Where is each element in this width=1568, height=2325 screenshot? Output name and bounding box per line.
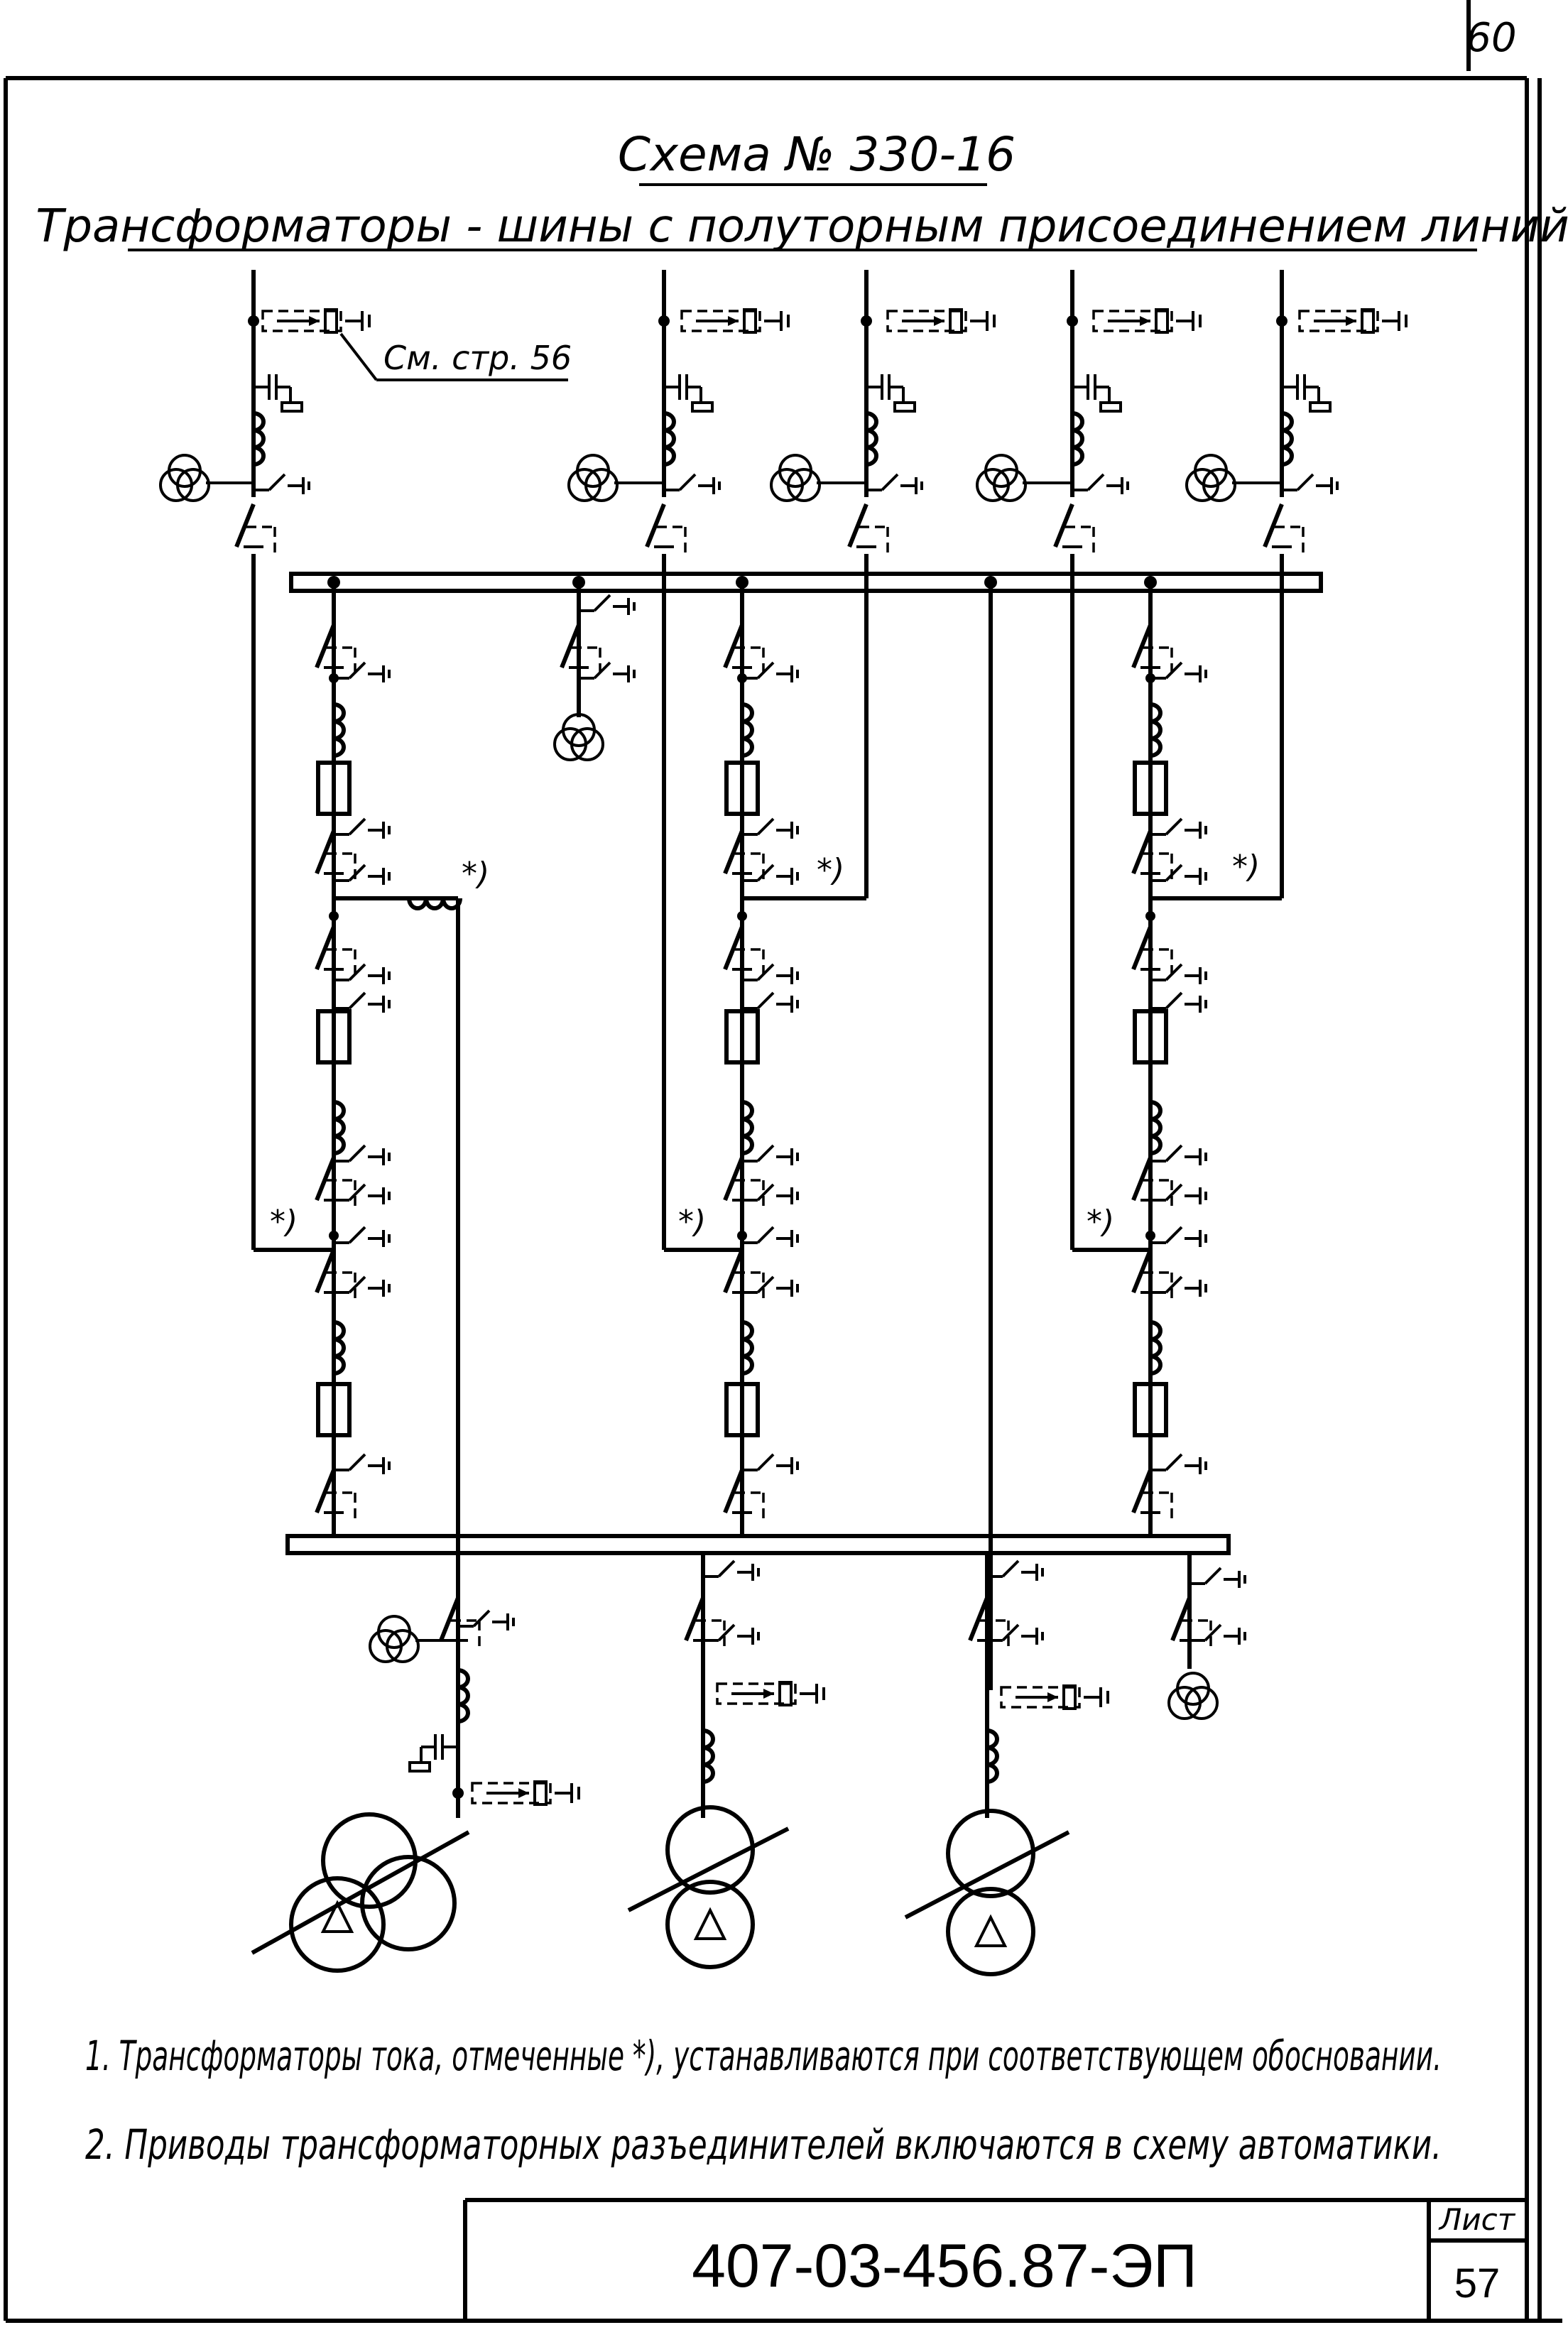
- busbar-upper-vt: [553, 582, 636, 761]
- bay-middle: [725, 582, 797, 1534]
- sheet-label: Лист: [1438, 2202, 1516, 2237]
- bay-right: [1133, 582, 1206, 1534]
- asterisk-note-4: *): [270, 1204, 298, 1240]
- sheet-number: 57: [1454, 2260, 1501, 2307]
- top-feeders: [159, 270, 1408, 1252]
- scheme-subtitle: Трансформаторы - шины с полуторным присо…: [36, 200, 1568, 253]
- asterisk-note-3: *): [1232, 849, 1260, 885]
- note-2: 2. Приводы трансформаторных разъединител…: [85, 2120, 1442, 2169]
- note-1: 1. Трансформаторы тока, отмеченные *), у…: [85, 2032, 1442, 2080]
- bay-left: [317, 582, 389, 1534]
- title-block-frame: [463, 2198, 1527, 2321]
- corner-number: 60: [1466, 15, 1516, 61]
- asterisk-note-2: *): [817, 852, 844, 888]
- asterisk-note-1: *): [462, 856, 489, 892]
- busbar-lower: [285, 1534, 1231, 1555]
- document-code: 407-03-456.87-ЭП: [692, 2232, 1197, 2300]
- drawing-frame: [4, 0, 1562, 2323]
- bay-crosslinks: [291, 582, 1243, 1690]
- scheme-title: Схема № 330-16: [618, 127, 1016, 182]
- busbar-upper: [289, 572, 1323, 593]
- transformer-connections: [251, 1553, 1246, 1976]
- asterisk-note-6: *): [1087, 1204, 1114, 1240]
- reference-note: См. стр. 56: [383, 339, 572, 377]
- asterisk-note-5: *): [678, 1204, 706, 1240]
